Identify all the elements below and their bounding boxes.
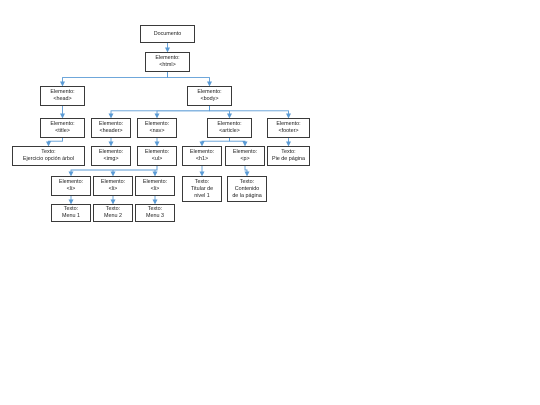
connector-body-to-header [108, 106, 210, 119]
node-p-line: <p> [240, 156, 250, 162]
node-html-line: Elemento: [155, 55, 180, 61]
node-header-line: Elemento: [98, 121, 124, 127]
node-head-line: Elemento: [50, 89, 75, 95]
node-li2-text: Texto:Menu 2 [93, 204, 133, 222]
node-h1: Elemento:<h1> [182, 146, 222, 166]
node-article-line: <article> [219, 128, 240, 134]
node-body: Elemento:<body> [187, 86, 232, 106]
node-h1-line: Elemento: [189, 149, 215, 155]
node-h1-line: <h1> [195, 156, 209, 162]
node-nav-line: <nav> [149, 128, 165, 134]
connector-body-to-article [209, 106, 232, 119]
node-li2-line: Elemento: [100, 179, 126, 185]
node-article-line: Elemento: [217, 121, 242, 127]
node-img: Elemento:<img> [91, 146, 131, 166]
node-nav-line: Elemento: [144, 121, 170, 127]
node-li3-line: Elemento: [142, 179, 168, 185]
node-head-line: <head> [53, 96, 72, 102]
connector-body-to-nav [154, 106, 210, 119]
node-h1-text-line: nivel 1 [194, 192, 210, 199]
connector-p-to-p_text [244, 166, 250, 177]
node-li1-text-line: Menu 1 [62, 213, 80, 219]
node-ul: Elemento:<ul> [137, 146, 177, 166]
node-header-line: <header> [99, 128, 123, 134]
node-li1-line: Elemento: [58, 179, 84, 185]
node-title: Elemento:<title> [40, 118, 85, 138]
node-header: Elemento:<header> [91, 118, 131, 138]
node-li3: Elemento:<li> [135, 176, 175, 196]
node-footer-text: Texto:Pie de página [267, 146, 310, 166]
node-body-line: <body> [200, 96, 219, 102]
node-article: Elemento:<article> [207, 118, 252, 138]
node-li3-text-line: Texto: [147, 206, 163, 212]
node-title-text-line: Ejercicio opción árbol [22, 156, 75, 162]
node-footer-text-line: Texto: [281, 149, 296, 155]
node-p-text-line: Texto: [239, 178, 255, 185]
node-html: Elemento:<html> [145, 52, 190, 72]
connector-html-to-body [167, 72, 212, 87]
node-h1-text-line: Texto: [194, 178, 210, 185]
node-li2-text-line: Texto: [105, 206, 121, 212]
node-p-text-line: Contenido [234, 185, 260, 192]
node-li2-text-line: Menu 2 [104, 213, 122, 219]
node-li2: Elemento:<li> [93, 176, 133, 196]
node-img-line: <img> [103, 156, 119, 162]
node-p: Elemento:<p> [225, 146, 265, 166]
connector-ul-to-li1 [68, 166, 158, 177]
node-li3-text-line: Menu 3 [146, 213, 164, 219]
node-h1-text-line: Titular de [190, 185, 214, 192]
connector-ul-to-li2 [110, 166, 158, 177]
node-html-line: <html> [159, 62, 176, 68]
node-li3-text: Texto:Menu 3 [135, 204, 175, 222]
node-footer-line: Elemento: [276, 121, 301, 127]
node-title-line: Elemento: [50, 121, 75, 127]
node-footer-text-line: Pie de página [272, 156, 305, 162]
node-footer: Elemento:<footer> [267, 118, 310, 138]
node-title-line: <title> [55, 128, 70, 134]
node-nav: Elemento:<nav> [137, 118, 177, 138]
node-footer-line: <footer> [278, 128, 299, 134]
connector-article-to-p [229, 138, 248, 147]
node-body-line: Elemento: [197, 89, 222, 95]
node-img-line: Elemento: [98, 149, 124, 155]
node-documento-line: Documento [153, 30, 182, 37]
node-title-text-line: Texto: [41, 149, 56, 155]
connector-html-to-head [60, 72, 168, 87]
node-li1-text: Texto:Menu 1 [51, 204, 91, 222]
node-title-text: Texto:Ejercicio opción árbol [12, 146, 85, 166]
node-ul-line: Elemento: [144, 149, 170, 155]
node-li3-line: <li> [150, 186, 160, 192]
connector-ul-to-li3 [152, 166, 158, 177]
node-documento: Documento [140, 25, 195, 43]
node-li1: Elemento:<li> [51, 176, 91, 196]
node-ul-line: <ul> [151, 156, 163, 162]
node-p-line: Elemento: [232, 149, 258, 155]
node-li1-line: <li> [66, 186, 76, 192]
node-li1-text-line: Texto: [63, 206, 79, 212]
node-li2-line: <li> [108, 186, 118, 192]
connector-body-to-footer [209, 106, 291, 119]
node-p-text-line: de la página [232, 192, 262, 199]
connector-title-to-title_text [46, 138, 63, 147]
connector-article-to-h1 [199, 138, 230, 147]
node-head: Elemento:<head> [40, 86, 85, 106]
